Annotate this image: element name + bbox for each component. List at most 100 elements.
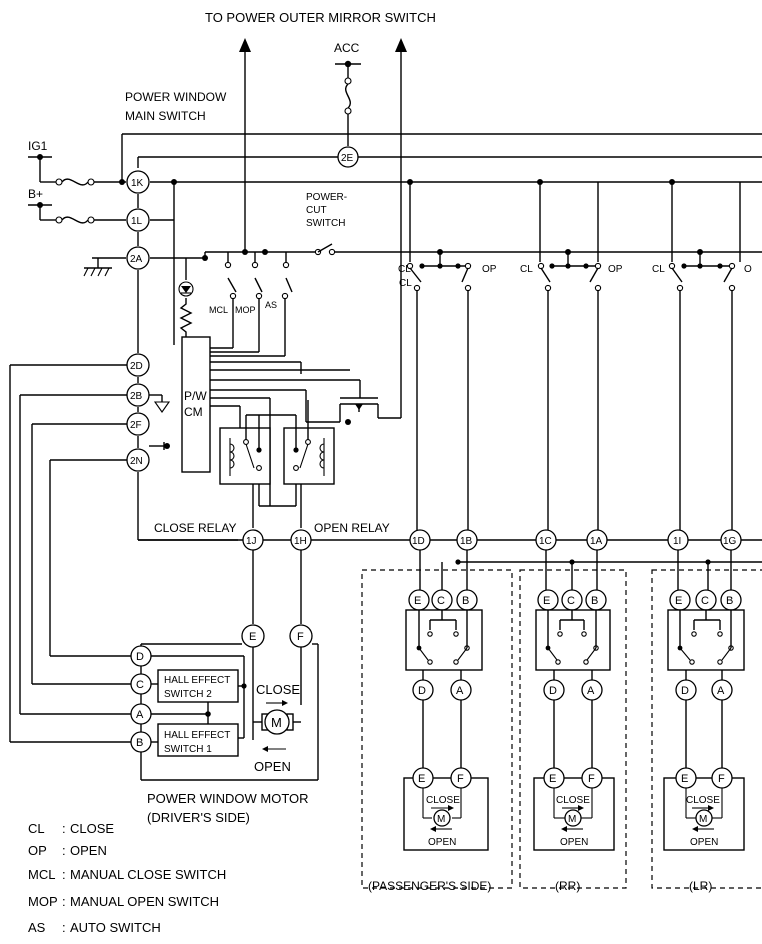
svg-text:C: C bbox=[136, 679, 144, 691]
connector-1J: 1J bbox=[242, 529, 264, 551]
connector-1I: 1I bbox=[667, 529, 689, 551]
driver-motor-icon: M bbox=[253, 709, 301, 735]
svg-text:OPEN: OPEN bbox=[70, 843, 107, 858]
main-switch-label-2: MAIN SWITCH bbox=[125, 109, 206, 123]
hall-connector-C: C bbox=[130, 673, 152, 695]
power-cut-switch bbox=[314, 243, 336, 256]
svg-text:B: B bbox=[591, 595, 598, 607]
svg-text:1J: 1J bbox=[246, 536, 257, 547]
connector-1B: 1B bbox=[456, 529, 478, 551]
svg-text:B: B bbox=[726, 595, 733, 607]
ground-triangle-icon bbox=[149, 394, 171, 413]
svg-text:D: D bbox=[549, 685, 557, 697]
svg-text:M: M bbox=[437, 814, 445, 825]
svg-text:CLOSE: CLOSE bbox=[556, 795, 590, 806]
svg-text:OP: OP bbox=[28, 843, 47, 858]
motor-connector-E: E bbox=[241, 624, 265, 648]
main-switch-label-1: POWER WINDOW bbox=[125, 90, 227, 104]
svg-text:F: F bbox=[457, 773, 464, 785]
svg-text:2E: 2E bbox=[341, 153, 354, 164]
svg-text:(RR): (RR) bbox=[555, 879, 580, 893]
svg-text:1I: 1I bbox=[673, 536, 681, 547]
svg-text:M: M bbox=[271, 715, 282, 730]
svg-text:A: A bbox=[717, 685, 725, 697]
svg-text:1D: 1D bbox=[412, 536, 425, 547]
connector-1H: 1H bbox=[290, 529, 312, 551]
clop-switch-passenger bbox=[406, 262, 472, 530]
svg-text:MCL: MCL bbox=[28, 867, 55, 882]
svg-text:2B: 2B bbox=[130, 391, 143, 402]
hall-effect-switch-2: HALL EFFECT SWITCH 2 bbox=[157, 669, 239, 703]
svg-text:MANUAL CLOSE SWITCH: MANUAL CLOSE SWITCH bbox=[70, 867, 226, 882]
svg-text:D: D bbox=[136, 651, 144, 663]
svg-text:OPEN: OPEN bbox=[560, 837, 588, 848]
svg-text:AUTO SWITCH: AUTO SWITCH bbox=[70, 920, 161, 935]
svg-text::: : bbox=[62, 867, 66, 882]
power-cut-label-2: CUT bbox=[306, 205, 327, 216]
open-relay bbox=[283, 400, 335, 485]
mcl-switch bbox=[224, 252, 237, 348]
svg-text:E: E bbox=[414, 595, 421, 607]
mop-label: MOP bbox=[235, 305, 256, 315]
connector-2N: 2N bbox=[126, 448, 150, 472]
svg-text:CLOSE: CLOSE bbox=[70, 821, 114, 836]
cl-label-2: CL bbox=[520, 264, 533, 275]
svg-text::: : bbox=[62, 843, 66, 858]
svg-text:1B: 1B bbox=[460, 536, 473, 547]
close-relay bbox=[219, 415, 271, 485]
svg-text:A: A bbox=[587, 685, 595, 697]
svg-text::: : bbox=[62, 920, 66, 935]
acc-fuse bbox=[335, 60, 361, 146]
svg-text:OPEN: OPEN bbox=[690, 837, 718, 848]
pw-cm-box bbox=[181, 336, 211, 473]
svg-text:2N: 2N bbox=[130, 456, 143, 467]
svg-text:E: E bbox=[681, 773, 688, 785]
svg-text:AS: AS bbox=[28, 920, 46, 935]
legend-item-as: AS : AUTO SWITCH bbox=[28, 920, 161, 935]
connector-2E: 2E bbox=[337, 146, 359, 168]
rr-switch-panel: E C B D A E F CLOSE M OPEN (RR bbox=[519, 550, 627, 893]
svg-text:C: C bbox=[701, 595, 709, 607]
legend-item-mcl: MCL : MANUAL CLOSE SWITCH bbox=[28, 867, 226, 882]
svg-text:(LR): (LR) bbox=[689, 879, 712, 893]
open-relay-label: OPEN RELAY bbox=[314, 521, 390, 535]
connector-2B: 2B bbox=[126, 383, 150, 407]
resistor-icon bbox=[179, 298, 193, 344]
svg-text:2F: 2F bbox=[130, 420, 142, 431]
svg-text:CL: CL bbox=[28, 821, 45, 836]
svg-text:1H: 1H bbox=[294, 536, 307, 547]
connector-1G: 1G bbox=[720, 529, 742, 551]
ground-icon bbox=[83, 257, 126, 277]
as-label: AS bbox=[265, 300, 277, 310]
up-arrow-left-icon bbox=[239, 38, 251, 252]
svg-text:MANUAL OPEN SWITCH: MANUAL OPEN SWITCH bbox=[70, 894, 219, 909]
svg-text:B: B bbox=[462, 595, 469, 607]
svg-text:(PASSENGER'S SIDE): (PASSENGER'S SIDE) bbox=[368, 879, 491, 893]
bplus-label: B+ bbox=[28, 187, 43, 201]
svg-text:F: F bbox=[297, 631, 304, 643]
op-label-3: O bbox=[744, 264, 752, 275]
svg-text:A: A bbox=[456, 685, 464, 697]
svg-text:D: D bbox=[681, 685, 689, 697]
svg-text:F: F bbox=[588, 773, 595, 785]
connector-1D: 1D bbox=[409, 529, 431, 551]
power-cut-label-3: SWITCH bbox=[306, 218, 345, 229]
svg-text:SWITCH 2: SWITCH 2 bbox=[164, 689, 212, 700]
close-arrow-icon bbox=[266, 700, 288, 706]
connector-1A: 1A bbox=[586, 529, 608, 551]
ig1-label: IG1 bbox=[28, 139, 48, 153]
acc-label: ACC bbox=[334, 41, 360, 55]
motor-caption-2: (DRIVER'S SIDE) bbox=[147, 810, 250, 825]
up-arrow-right-icon bbox=[378, 38, 407, 419]
mcl-label: MCL bbox=[209, 305, 228, 315]
connector-2D: 2D bbox=[126, 353, 150, 377]
legend-item-op: OP : OPEN bbox=[28, 843, 107, 858]
fet-switch-icon bbox=[305, 390, 379, 425]
clop-switch-lr bbox=[668, 262, 736, 530]
op-label-1: OP bbox=[482, 264, 497, 275]
cl-label-1: CL bbox=[398, 264, 411, 275]
driver-close-label: CLOSE bbox=[256, 682, 300, 697]
hall-connector-D: D bbox=[130, 645, 152, 667]
connector-1K: 1K bbox=[126, 170, 150, 194]
legend-item-cl: CL : CLOSE bbox=[28, 821, 114, 836]
